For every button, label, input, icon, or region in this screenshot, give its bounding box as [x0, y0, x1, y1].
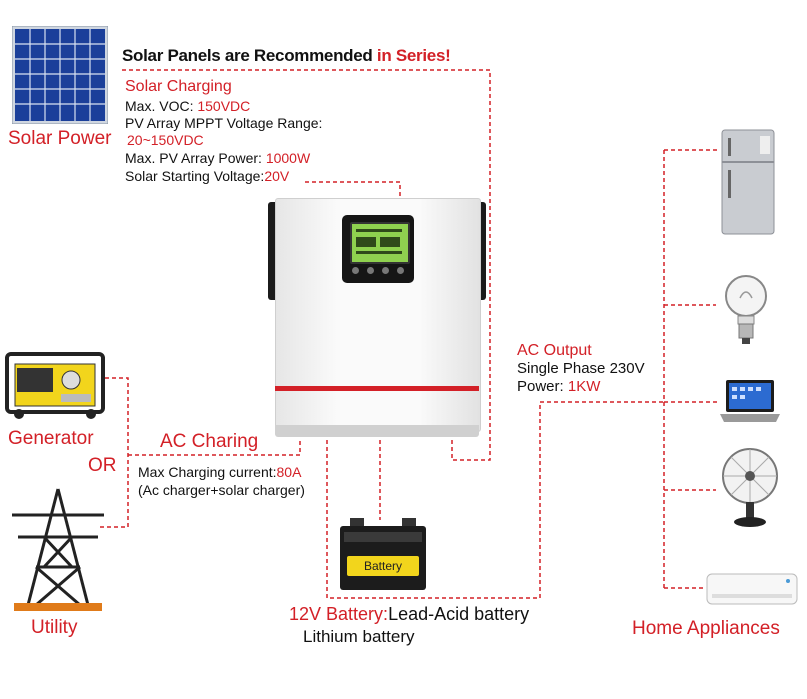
fan-icon [722, 448, 778, 527]
generator-icon [5, 352, 105, 419]
solar-mppt-label: PV Array MPPT Voltage Range: [125, 115, 323, 131]
solar-mppt-value: 20~150VDC [127, 132, 204, 148]
control-button-2[interactable] [367, 267, 374, 274]
ac-output-phase: Single Phase 230V [517, 360, 645, 377]
battery-terminal-left [350, 518, 364, 526]
ac-input-line [128, 440, 301, 456]
control-button-1[interactable] [352, 267, 359, 274]
battery-caption: 12V Battery:Lead-Acid battery [289, 604, 530, 624]
solar-pv-power: Max. PV Array Power: 1000W [125, 150, 311, 166]
control-button-3[interactable] [382, 267, 389, 274]
ac-charging-note: (Ac charger+solar charger) [138, 482, 305, 498]
ac-charging-heading: AC Charing [160, 431, 259, 452]
battery-case: Battery [340, 526, 426, 590]
battery-label-plate: Battery [347, 556, 419, 576]
inverter-red-stripe [275, 386, 479, 391]
battery-terminal-right [402, 518, 416, 526]
inverter-unit [268, 198, 486, 440]
utility-label: Utility [31, 617, 78, 638]
battery-icon: Battery [340, 518, 426, 590]
solar-panel-icon [12, 26, 108, 124]
inverter-base [275, 425, 479, 437]
solar-voc: Max. VOC: 150VDC [125, 98, 251, 114]
light-bulb-icon [725, 275, 767, 344]
solar-charging-heading: Solar Charging [125, 78, 232, 95]
ac-output-power: Power: 1KW [517, 378, 601, 395]
solar-start-voltage: Solar Starting Voltage:20V [125, 168, 290, 184]
air-conditioner-icon [706, 573, 798, 605]
ac-output-heading: AC Output [517, 342, 592, 359]
lcd-screen [350, 222, 410, 264]
solar-title-prefix: Solar Panels are Recommended [122, 46, 377, 65]
refrigerator-icon [721, 129, 775, 235]
or-label: OR [88, 455, 117, 476]
generator-label: Generator [8, 428, 94, 449]
solar-title-suffix: in Series! [376, 46, 451, 65]
inverter-side-left [268, 202, 276, 300]
solar-title: Solar Panels are Recommended in Series! [122, 46, 451, 66]
solar-power-label: Solar Power [8, 128, 112, 149]
control-buttons [352, 267, 404, 275]
battery-line [326, 401, 664, 599]
inverter-side-right [478, 202, 486, 300]
control-button-4[interactable] [397, 267, 404, 274]
inverter-control-panel [342, 215, 414, 283]
solar-connection-line [122, 69, 491, 461]
battery-type-lithium: Lithium battery [303, 627, 415, 646]
ac-charging-current: Max Charging current:80A [138, 464, 302, 480]
utility-tower-icon [12, 488, 104, 611]
laptop-icon [720, 380, 780, 422]
solar-input-line [305, 181, 401, 198]
home-appliances-label: Home Appliances [632, 618, 780, 639]
